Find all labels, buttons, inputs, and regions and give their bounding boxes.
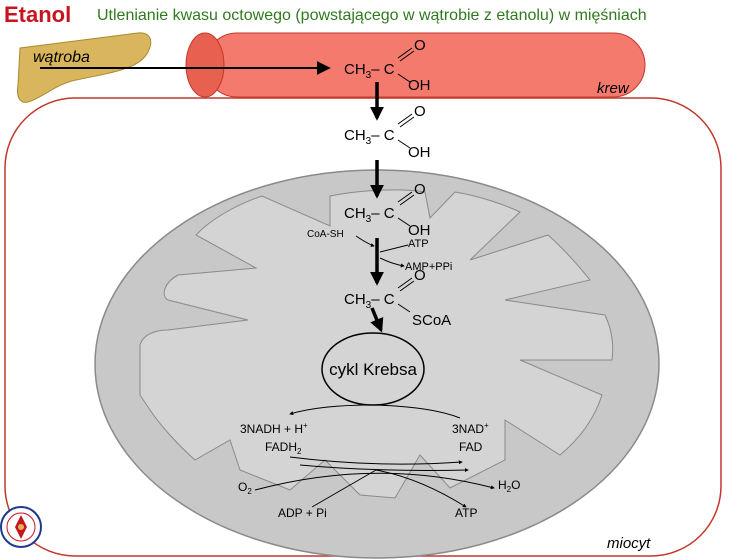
acetyl-coa: CH3– C O SCoA bbox=[344, 267, 451, 329]
adp-line bbox=[311, 469, 377, 508]
header: Etanol Utlenianie kwasu octowego (powsta… bbox=[0, 0, 744, 30]
oh-text: OH bbox=[408, 222, 431, 239]
page-subtitle: Utlenianie kwasu octowego (powstającego … bbox=[97, 7, 647, 24]
o-text: O bbox=[414, 103, 426, 120]
ch3-text: CH3– C bbox=[344, 291, 395, 311]
o-text: O bbox=[414, 37, 426, 54]
o-text: O bbox=[414, 181, 426, 198]
nadh-label: 3NADH + H+ bbox=[240, 421, 308, 436]
acetic-acid-blood: CH3– C O OH bbox=[344, 37, 431, 94]
myocyte-label: miocyt bbox=[607, 535, 651, 552]
oh-text: OH bbox=[408, 144, 431, 161]
scoa-text: SCoA bbox=[412, 312, 451, 329]
atp-arrow bbox=[375, 469, 467, 508]
acetic-acid-mitochondrion: CH3– C O OH bbox=[344, 181, 431, 239]
oh-text: OH bbox=[408, 77, 431, 94]
blood-vessel bbox=[185, 32, 646, 98]
h2o-label: H2O bbox=[498, 478, 520, 494]
coash-label: CoA-SH bbox=[307, 229, 344, 240]
ch3-text: CH3– C bbox=[344, 205, 395, 225]
nadh-arrow bbox=[289, 404, 374, 415]
acetic-acid-cytoplasm: CH3– C O OH bbox=[344, 103, 431, 161]
o-text: O bbox=[414, 267, 426, 284]
amp-label: AMP+PPi bbox=[405, 261, 452, 273]
krebs-label: cykl Krebsa bbox=[329, 360, 417, 379]
nadh-to-nad-arrow bbox=[289, 456, 463, 465]
atp-out-label: ATP bbox=[455, 506, 477, 520]
amp-arrow bbox=[379, 257, 405, 268]
fadh-to-fad-arrow bbox=[299, 464, 469, 473]
coash-arrow bbox=[355, 235, 375, 247]
nad-label: 3NAD+ bbox=[452, 421, 489, 436]
ch3-text: CH3– C bbox=[344, 61, 395, 81]
fadh-label: FADH2 bbox=[265, 440, 302, 456]
nad-arrow bbox=[372, 404, 461, 419]
ch3-text: CH3– C bbox=[344, 127, 395, 147]
arrow-to-krebs bbox=[370, 307, 384, 333]
o2-label: O2 bbox=[238, 480, 252, 496]
university-seal-logo bbox=[0, 506, 42, 548]
page-title: Etanol bbox=[4, 2, 72, 27]
blood-label: krew bbox=[597, 80, 630, 97]
fad-label: FAD bbox=[459, 440, 483, 454]
adp-label: ADP + Pi bbox=[278, 506, 327, 520]
liver-label: wątroba bbox=[33, 49, 90, 66]
atp-in-label: ATP bbox=[408, 238, 429, 250]
